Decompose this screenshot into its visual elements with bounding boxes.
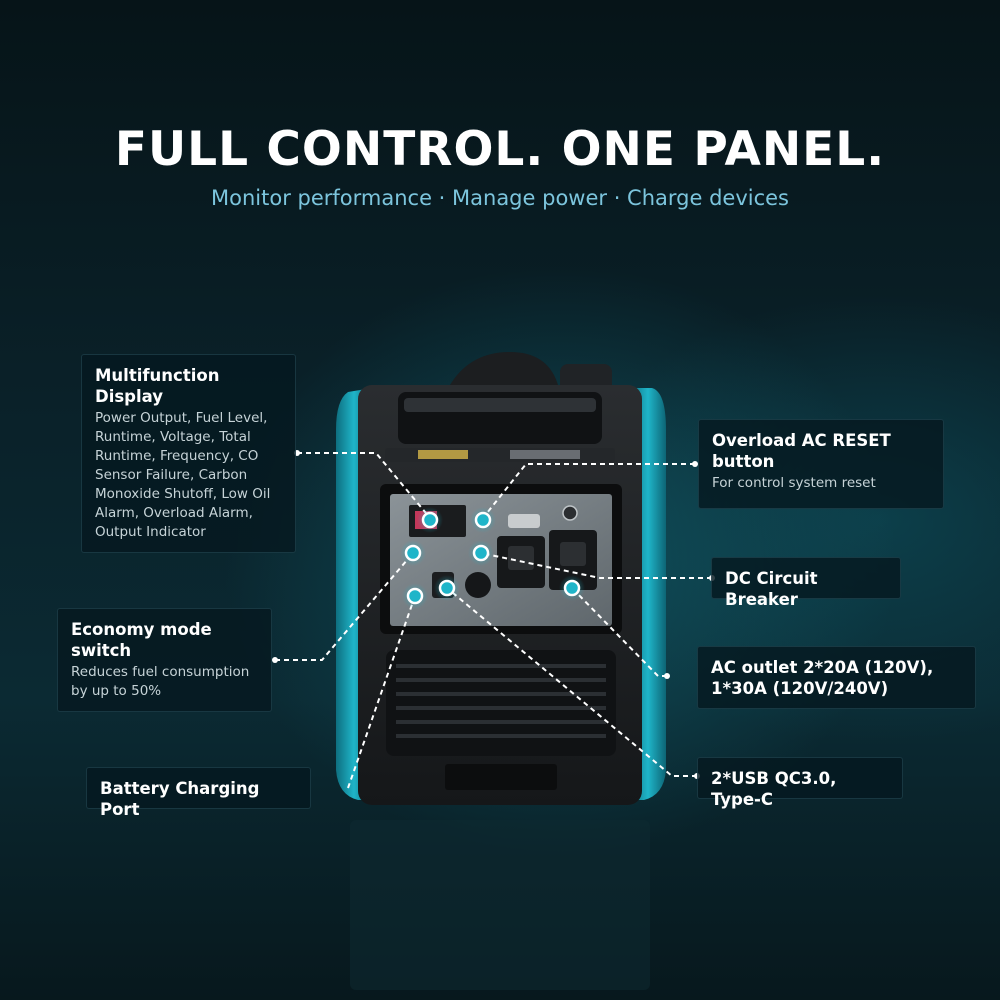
page-subline: Monitor performance · Manage power · Cha… bbox=[211, 186, 789, 210]
callout-usb: 2*USB QC3.0, Type-C bbox=[697, 757, 903, 809]
feature-markers bbox=[400, 507, 585, 609]
callout-battery-port: Battery Charging Port bbox=[86, 767, 311, 819]
leader-usb bbox=[446, 587, 697, 777]
marker-reset bbox=[474, 511, 492, 529]
page-headline: FULL CONTROL. ONE PANEL. bbox=[114, 122, 886, 177]
leader-display bbox=[297, 452, 431, 519]
callout-title: 2*USB QC3.0, Type-C bbox=[711, 769, 837, 809]
callout-title: Overload AC RESET button bbox=[712, 431, 891, 471]
marker-ac bbox=[563, 579, 581, 597]
callout-title: DC Circuit Breaker bbox=[725, 569, 818, 609]
callout-description: For control system reset bbox=[712, 475, 876, 491]
callout-title: AC outlet 2*20A (120V), 1*30A (120V/240V… bbox=[711, 658, 934, 698]
callout-title: Battery Charging Port bbox=[100, 779, 260, 819]
leader-reset bbox=[482, 463, 695, 519]
leader-dc bbox=[480, 552, 712, 579]
callout-multifunction-display: Multifunction Display Power Output, Fuel… bbox=[81, 354, 296, 553]
leader-battery bbox=[347, 595, 416, 789]
generator-reflection bbox=[350, 820, 650, 990]
callout-description: Power Output, Fuel Level, Runtime, Volta… bbox=[95, 410, 271, 540]
leader-economy bbox=[275, 552, 414, 661]
callout-title: Economy mode switch bbox=[71, 620, 212, 660]
marker-usb bbox=[438, 579, 456, 597]
callout-title: Multifunction Display bbox=[95, 366, 220, 406]
callout-ac-outlet: AC outlet 2*20A (120V), 1*30A (120V/240V… bbox=[697, 646, 976, 709]
vent-grille bbox=[386, 650, 616, 756]
callout-dc-breaker: DC Circuit Breaker bbox=[711, 557, 901, 609]
marker-economy bbox=[404, 544, 422, 562]
callout-overload-reset: Overload AC RESET button For control sys… bbox=[698, 419, 944, 509]
top-handle bbox=[450, 352, 558, 385]
dc-socket bbox=[465, 572, 491, 598]
marker-battery bbox=[406, 587, 424, 605]
marker-display bbox=[421, 511, 439, 529]
callout-description: Reduces fuel consumption by up to 50% bbox=[71, 664, 250, 699]
callout-economy-mode: Economy mode switch Reduces fuel consump… bbox=[57, 608, 272, 712]
marker-dc bbox=[472, 544, 490, 562]
